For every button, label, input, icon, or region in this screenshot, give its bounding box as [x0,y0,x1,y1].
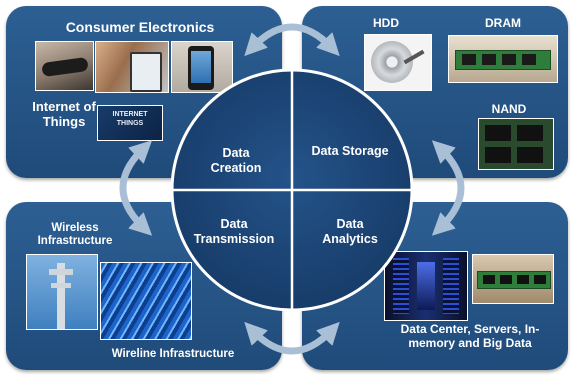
data-center-photo [384,251,468,321]
tablet-user-photo [95,41,169,93]
data-creation-label: Data Creation [210,146,262,175]
iot-label: Internet of Things [32,99,96,129]
right-cycle-arrow [431,140,465,236]
consumer-electronics-title: Consumer Electronics [65,19,215,35]
memory-module-photo [472,254,554,304]
top-cycle-arrow [244,23,340,57]
fiber-cables-photo [100,262,192,340]
cell-tower-photo [26,254,98,330]
iot-screen-text: INTERNET THINGS [112,111,148,127]
data-analytics-label: Data Analytics [322,217,378,246]
nand-label: NAND [491,102,527,116]
nand-photo [478,118,554,170]
data-transmission-label: Data Transmission [193,217,275,246]
iot-photo: INTERNET THINGS [97,105,163,141]
smartphone-photo [171,41,233,93]
wireless-label: Wireless Infrastructure [37,222,113,248]
left-cycle-arrow [119,140,153,236]
fitness-band-photo [35,41,94,91]
hdd-photo [364,34,432,91]
bottom-cycle-arrow [244,321,340,355]
hdd-label: HDD [373,16,399,30]
data-center-caption: Data Center, Servers, In-memory and Big … [400,322,540,350]
dram-photo [448,35,558,83]
data-storage-label: Data Storage [311,144,389,158]
wireline-label: Wireline Infrastructure [111,348,235,360]
dram-label: DRAM [485,16,521,30]
